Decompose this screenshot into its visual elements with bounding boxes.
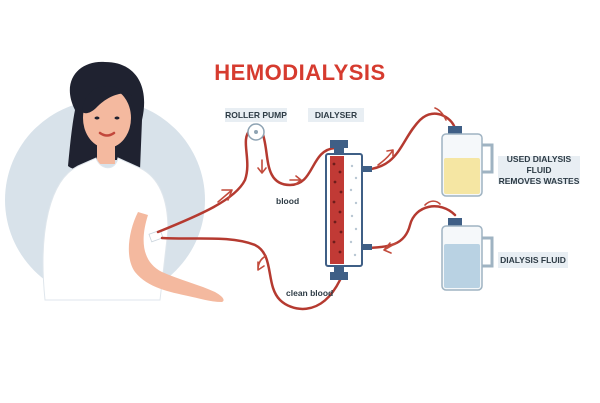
arm (128, 212, 224, 302)
bangs (82, 86, 132, 114)
blood-label: blood (276, 196, 300, 206)
dialyser-bottom-cap (330, 272, 348, 280)
flow-arrows (217, 107, 447, 271)
dialysis-fluid-label: DIALYSIS FLUID (498, 252, 568, 268)
tube-dialyser-to-arm (160, 236, 342, 311)
dialyser-blood-channel (330, 156, 344, 264)
roller-pump-label: ROLLER PUMP (225, 108, 287, 122)
arrow-to-waste (377, 149, 394, 166)
tubing (156, 112, 457, 311)
dialyser-upper-port (362, 166, 372, 172)
patient-figure (42, 61, 224, 302)
arrow-clean-up (257, 255, 267, 271)
arrow-waste-top (434, 107, 447, 121)
tube-pump-to-dialyser (260, 130, 337, 187)
dialyser-lower-port (362, 244, 372, 250)
roller-pump (247, 123, 265, 141)
dialyser-fluid-dots (349, 164, 358, 257)
dialyser-blood-cells (332, 162, 343, 254)
right-eye (114, 116, 120, 120)
tube-dialyser-to-waste (358, 112, 457, 172)
used-jug-cap (448, 126, 462, 134)
arrow-blood (289, 175, 302, 185)
left-eye (94, 116, 100, 120)
arrow-fluid-in (383, 242, 397, 254)
mouth (98, 131, 116, 137)
arrow-fluid-top (424, 200, 441, 206)
catheter-patch (148, 229, 164, 243)
fresh-fluid-jug (441, 218, 494, 291)
used-fluid-jug (441, 126, 494, 197)
fresh-jug-cap (448, 218, 462, 226)
page-title: HEMODIALYSIS (214, 60, 386, 85)
fresh-jug-handle (482, 236, 494, 268)
clean-blood-label: clean blood (286, 288, 334, 298)
tube-fluid-to-dialyser (358, 205, 457, 250)
dialyser-top-neck (334, 148, 344, 154)
used-jug-handle (482, 143, 494, 174)
dialyser-bottom-neck (334, 266, 344, 272)
used-jug-liquid (444, 158, 480, 194)
fresh-jug-liquid (444, 244, 480, 288)
arrow-pump-down (257, 159, 267, 174)
arrow-up-to-pump (217, 189, 233, 203)
dialyser-label: DIALYSER (308, 108, 364, 122)
tube-arm-to-pump (156, 128, 252, 234)
dialyser (325, 140, 372, 280)
dialyser-top-cap (330, 140, 348, 148)
used-fluid-label: USED DIALYSIS FLUID REMOVES WASTES (498, 153, 580, 186)
roller-pump-hub (254, 130, 258, 134)
